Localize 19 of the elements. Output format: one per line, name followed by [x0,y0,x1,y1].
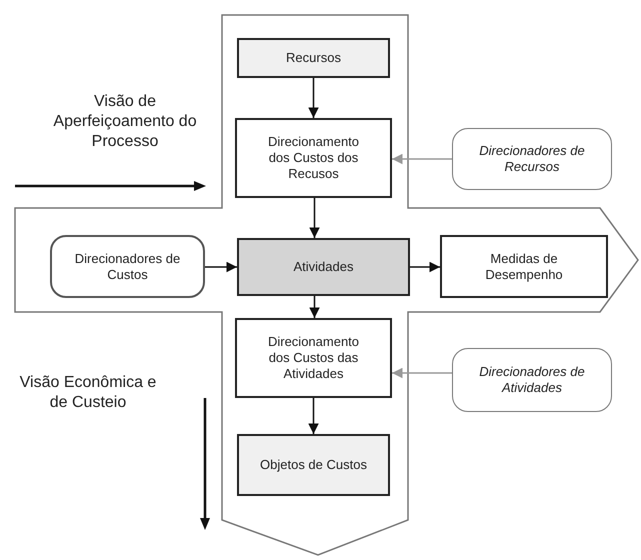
process-box: Recursos [237,38,390,78]
arrow [205,262,237,272]
rounded-box: Direcionadores de Custos [50,235,205,298]
arrow [308,78,319,118]
process-box: Direcionamento dos Custos dos Recusos [235,118,392,198]
arrow [309,198,320,238]
rounded-box: Direcionadores de Atividades [452,348,612,412]
process-box: Objetos de Custos [237,434,390,496]
arrow [392,154,452,164]
process-box: Medidas de Desempenho [440,235,608,298]
view-label: Visão Econômica e de Custeio [18,373,158,413]
arrow [410,262,440,272]
process-box: Atividades [237,238,410,296]
arrow [392,368,452,378]
view-label: Visão de Aperfeiçoamento do Processo [52,92,198,152]
arrow [308,398,319,434]
rounded-box: Direcionadores de Recursos [452,128,612,190]
arrow [309,296,320,318]
process-box: Direcionamento dos Custos das Atividades [235,318,392,398]
